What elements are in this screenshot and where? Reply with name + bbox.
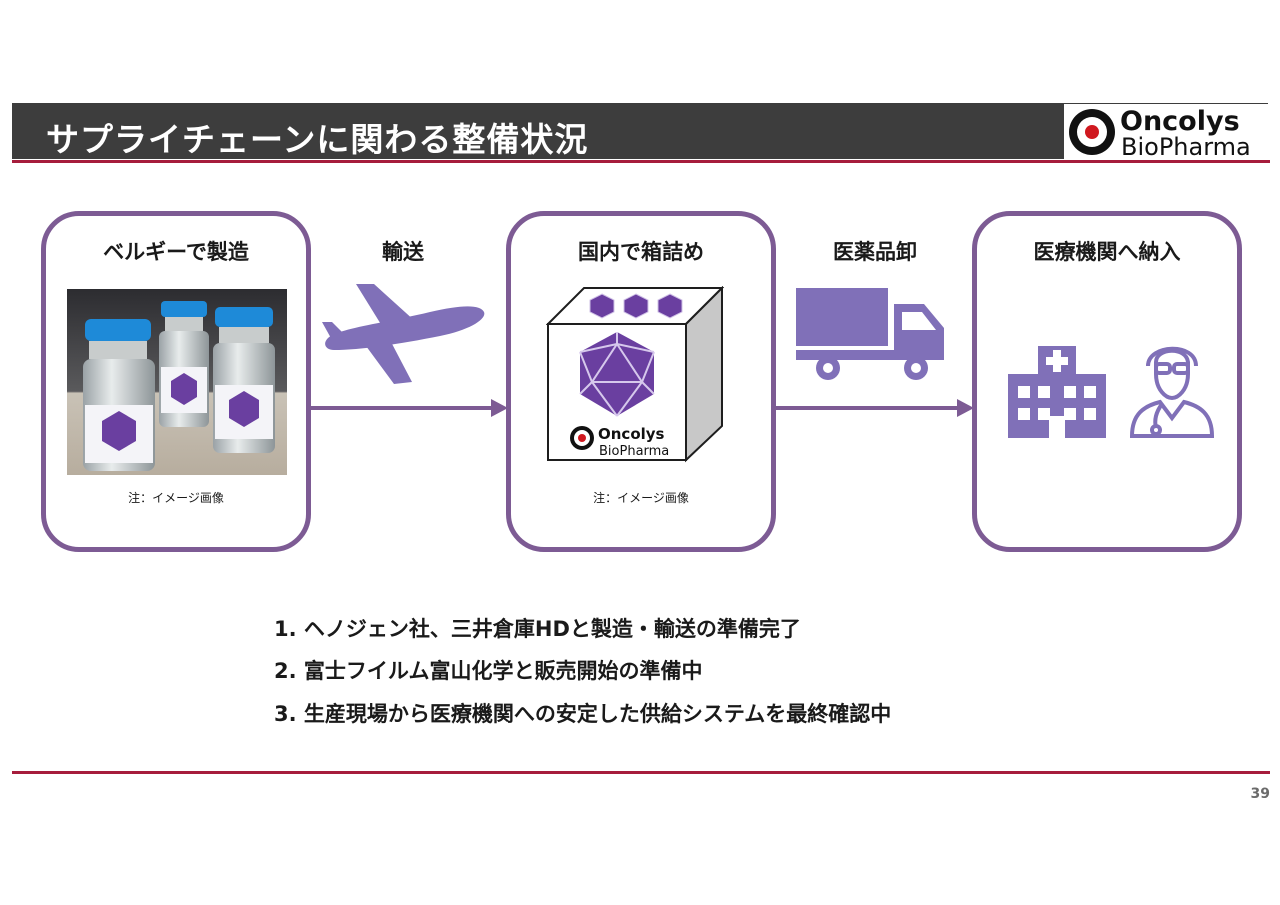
hospital-icon (1008, 346, 1106, 438)
header-rule (12, 160, 1270, 163)
step-title: 国内で箱詰め (578, 240, 704, 264)
vial-photo (67, 289, 287, 475)
image-note: 注：イメージ画像 (128, 491, 224, 505)
logo-line1: Oncolys (1120, 106, 1240, 137)
icosahedron-icon (623, 293, 649, 319)
company-logo: Oncolys BioPharma (1064, 104, 1268, 161)
icosahedron-icon (589, 293, 615, 319)
product-box: Oncolys BioPharma (545, 285, 725, 464)
transport-label: 輸送 (382, 240, 424, 264)
status-item: 3. 生産現場から医療機関への安定した供給システムを最終確認中 (274, 702, 892, 726)
doctor-icon (1126, 340, 1218, 438)
arrow-head-2 (957, 399, 974, 417)
box-logo-line2: BioPharma (599, 444, 669, 459)
step-title: ベルギーで製造 (103, 240, 249, 264)
logo-line2: BioPharma (1121, 133, 1251, 159)
box-logo-line1: Oncolys (598, 425, 665, 443)
title-bar (12, 103, 1268, 159)
page-title: サプライチェーンに関わる整備状況 (46, 120, 589, 159)
icosahedron-icon (657, 293, 683, 319)
step-title: 医療機関へ納入 (1033, 240, 1181, 264)
image-note: 注：イメージ画像 (593, 491, 689, 505)
status-item: 2. 富士フイルム富山化学と販売開始の準備中 (274, 659, 703, 683)
status-item: 1. ヘノジェン社、三井倉庫HDと製造・輸送の準備完了 (274, 617, 801, 641)
icosahedron-icon (579, 332, 655, 417)
arrow-head-1 (491, 399, 508, 417)
wholesaler-label: 医薬品卸 (833, 240, 917, 264)
truck-icon (796, 288, 946, 380)
footer-rule (12, 771, 1270, 774)
airplane-icon (320, 278, 488, 390)
page-number: 39 (1250, 786, 1270, 802)
